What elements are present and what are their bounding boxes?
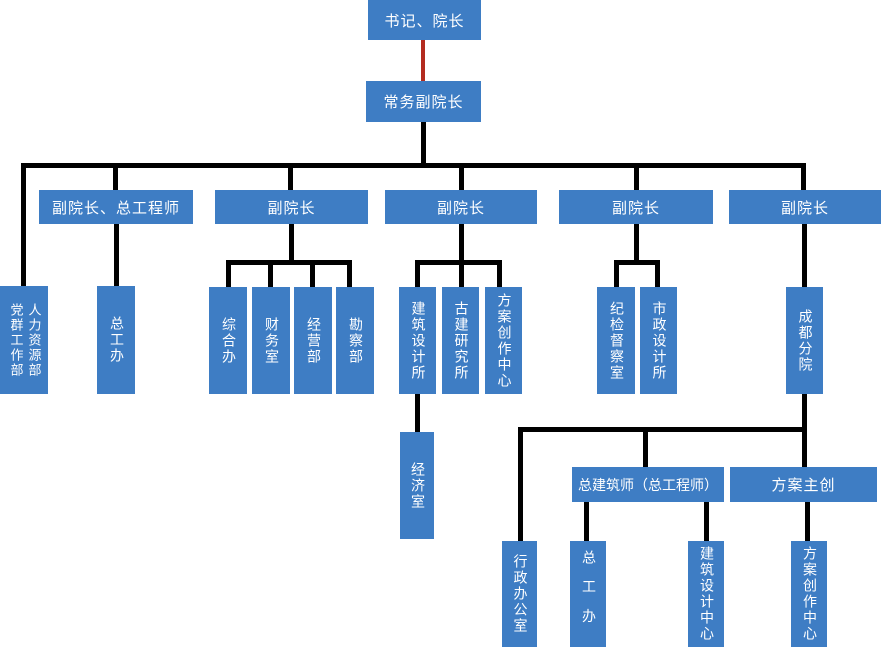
connector-line bbox=[226, 263, 231, 289]
connector-line bbox=[421, 120, 426, 165]
node-municipal-design-institute: 市政设计所 bbox=[640, 287, 677, 394]
node-scheme-creation-center: 方案创作中心 bbox=[485, 287, 522, 394]
connector-line bbox=[801, 166, 806, 192]
node-secretary-dean: 书记、院长 bbox=[368, 0, 481, 40]
connector-line bbox=[415, 263, 420, 289]
node-party-hr-departments: 党群工作部 人力资源部 bbox=[0, 286, 48, 394]
node-business-dept: 经营部 bbox=[294, 287, 332, 394]
node-executive-vice-dean: 常务副院长 bbox=[366, 81, 481, 122]
node-scheme-creation-center-chengdu: 方案创作中心 bbox=[791, 541, 827, 647]
node-vice-dean-4: 副院长 bbox=[559, 190, 713, 224]
node-discipline-inspection-office: 纪检督察室 bbox=[597, 287, 635, 394]
connector-line bbox=[518, 430, 523, 543]
connector-line bbox=[268, 263, 273, 289]
node-survey-dept: 勘察部 bbox=[336, 287, 374, 394]
node-administrative-office: 行政办公室 bbox=[502, 541, 537, 647]
connector-line bbox=[310, 263, 315, 289]
node-vice-dean-chief-engineer: 副院长、总工程师 bbox=[39, 190, 193, 224]
connector-line bbox=[614, 263, 619, 289]
node-architectural-design-center: 建筑设计中心 bbox=[688, 541, 724, 647]
connector-line bbox=[497, 263, 502, 289]
node-vice-dean-5: 副院长 bbox=[729, 190, 881, 224]
connector-line bbox=[518, 427, 807, 432]
connector-line bbox=[614, 260, 660, 265]
node-scheme-lead-creator: 方案主创 bbox=[730, 467, 877, 502]
connector-line bbox=[114, 222, 119, 288]
node-finance-office: 财务室 bbox=[252, 287, 290, 394]
node-chief-engineer-office: 总工办 bbox=[97, 286, 135, 394]
node-architectural-design-institute: 建筑设计所 bbox=[399, 287, 436, 394]
connector-line bbox=[704, 500, 709, 543]
node-general-office: 综合办 bbox=[209, 287, 247, 394]
node-human-resources-dept-label: 人力资源部 bbox=[25, 302, 41, 378]
connector-line bbox=[634, 166, 639, 192]
connector-line bbox=[226, 260, 352, 265]
node-chief-engineer-office-chengdu: 总工办 bbox=[570, 541, 606, 647]
connector-line bbox=[634, 222, 639, 262]
connector-line bbox=[459, 263, 464, 289]
node-chengdu-branch: 成都分院 bbox=[786, 287, 823, 394]
connector-line bbox=[459, 166, 464, 192]
connector-line bbox=[288, 166, 293, 192]
node-ancient-architecture-research-institute: 古建研究所 bbox=[442, 287, 479, 394]
connector-line bbox=[655, 263, 660, 289]
connector-line bbox=[415, 260, 502, 265]
connector-line bbox=[802, 222, 807, 289]
connector-line bbox=[805, 500, 810, 543]
node-vice-dean-3: 副院长 bbox=[385, 190, 537, 224]
connector-line bbox=[21, 166, 26, 288]
connector-line bbox=[415, 392, 420, 434]
node-economy-office: 经济室 bbox=[400, 432, 434, 539]
node-party-mass-work-dept-label: 党群工作部 bbox=[7, 302, 23, 378]
connector-line bbox=[347, 263, 352, 289]
connector-line bbox=[459, 222, 464, 262]
red-connector-line bbox=[421, 38, 425, 83]
connector-line bbox=[289, 222, 294, 262]
connector-line bbox=[643, 430, 648, 469]
node-vice-dean-2: 副院长 bbox=[215, 190, 368, 224]
connector-line bbox=[584, 500, 589, 543]
connector-line bbox=[21, 163, 806, 168]
node-chief-architect: 总建筑师（总工程师） bbox=[572, 467, 724, 502]
connector-line bbox=[113, 166, 118, 192]
